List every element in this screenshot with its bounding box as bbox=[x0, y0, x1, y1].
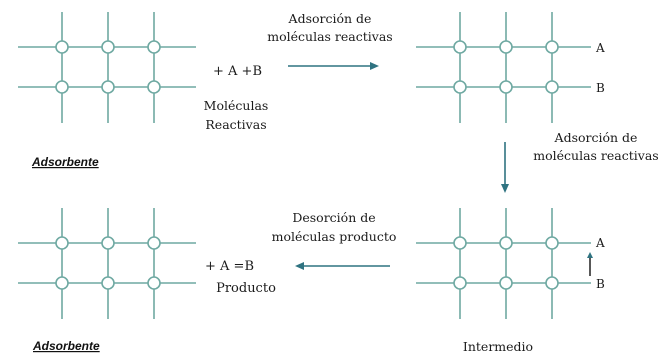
lattice-site-node bbox=[453, 80, 467, 94]
product-name: Producto bbox=[216, 281, 276, 296]
lattice-site-node bbox=[101, 236, 115, 250]
reactants-name-line2: Reactivas bbox=[205, 117, 266, 132]
lattice-site-node bbox=[55, 276, 69, 290]
desorption-arrow-head bbox=[295, 262, 304, 270]
adsorption-title-line1: Adsorción de bbox=[288, 11, 372, 26]
lattice-site-node bbox=[147, 80, 161, 94]
atom-b-bottom-label: B bbox=[596, 277, 605, 291]
lattice-site-node bbox=[453, 40, 467, 54]
lattice-site-node bbox=[545, 80, 559, 94]
lattice-site-node bbox=[545, 236, 559, 250]
atom-a-top-label: A bbox=[595, 41, 605, 55]
lattice-site-node bbox=[101, 276, 115, 290]
product-formula: + A =B bbox=[205, 259, 254, 274]
lattice-site-node bbox=[499, 276, 513, 290]
adsorbent-caption-bottom: Adsorbente bbox=[32, 339, 100, 353]
lattice-site-node bbox=[147, 276, 161, 290]
lattice-site-node bbox=[55, 80, 69, 94]
lattice-site-node bbox=[55, 40, 69, 54]
lattice-site-node bbox=[453, 276, 467, 290]
adsorption-arrow-head bbox=[370, 62, 379, 70]
adsorption-side-line1: Adsorción de bbox=[554, 130, 638, 145]
lattice-adsorbent-top-left bbox=[18, 12, 196, 123]
lattice-adsorbed-reactants bbox=[416, 12, 591, 123]
lattice-site-node bbox=[101, 80, 115, 94]
lattice-site-node bbox=[147, 40, 161, 54]
atom-b-top-label: B bbox=[596, 81, 605, 95]
desorption-title-line1: Desorción de bbox=[292, 210, 375, 225]
lattice-site-node bbox=[55, 236, 69, 250]
reactants-name-line1: Moléculas bbox=[204, 98, 269, 113]
lattice-intermediate bbox=[416, 208, 591, 319]
lattice-site-node bbox=[499, 40, 513, 54]
lattice-site-node bbox=[499, 236, 513, 250]
vertical-arrow-head bbox=[501, 184, 509, 193]
atom-a-bottom-label: A bbox=[595, 236, 605, 250]
intermediate-caption: Intermedio bbox=[463, 339, 533, 354]
lattice-site-node bbox=[453, 236, 467, 250]
lattice-site-node bbox=[101, 40, 115, 54]
lattice-site-node bbox=[545, 40, 559, 54]
lattice-adsorbent-bottom-left bbox=[18, 208, 196, 319]
adsorption-side-line2: moléculas reactivas bbox=[533, 148, 658, 163]
reactants-formula: + A +B bbox=[213, 64, 262, 79]
desorption-title-line2: moléculas producto bbox=[272, 229, 397, 244]
lattice-site-node bbox=[499, 80, 513, 94]
a-b-bond-arrowhead bbox=[587, 252, 593, 258]
lattice-site-node bbox=[545, 276, 559, 290]
adsorbent-caption-top: Adsorbente bbox=[31, 155, 99, 169]
lattice-site-node bbox=[147, 236, 161, 250]
adsorption-title-line2: moléculas reactivas bbox=[267, 29, 392, 44]
